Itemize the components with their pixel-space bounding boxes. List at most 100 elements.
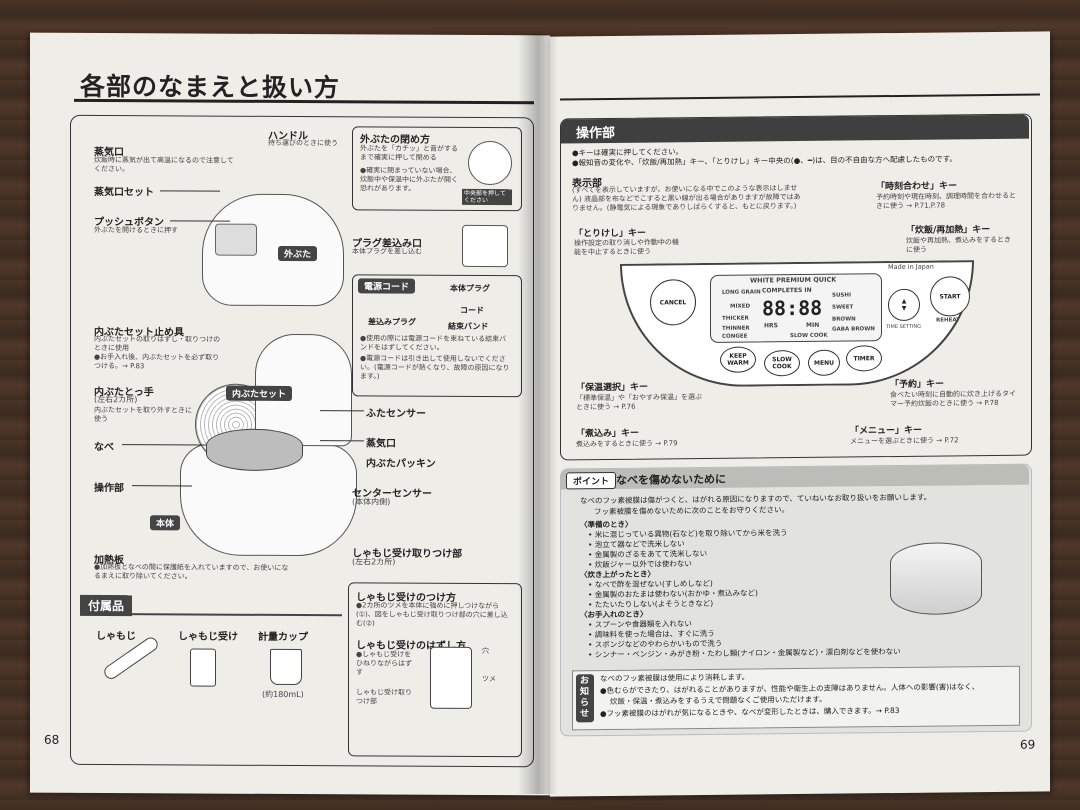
- label-push-sub: 外ぶたを開けるときに押す: [94, 225, 178, 235]
- label-band: 結束バンド: [448, 321, 489, 332]
- display-note: (すべてを表示していますが、お使いになる中でこのような表示はしません) 液晶部を…: [572, 184, 801, 213]
- key-slowcook-label: 「煮込み」キー: [576, 428, 640, 440]
- brand-text: WHITE PREMIUM QUICK: [750, 275, 837, 285]
- label-steam2: 蒸気口: [366, 438, 396, 450]
- key-keepwarm-label: 「保温選択」キー: [576, 382, 649, 394]
- care-title: なべを傷めないために: [616, 472, 726, 487]
- lid-close-text1: 外ぶたを「カチッ」と音がするまで確実に押して閉める: [360, 144, 458, 162]
- outer-lid-tag: 外ぶた: [278, 245, 318, 262]
- sweet-text: SWEET: [832, 304, 854, 311]
- leader-line: [320, 410, 364, 412]
- key-clock-label: 「時刻合わせ」キー: [876, 181, 958, 193]
- label-heater-sub: ●加熱板となべの間に保護紙を入れていますので、お使いになるまえに取り除いてくださ…: [94, 562, 289, 581]
- label-paddle-mount-sub: (左右2カ所): [352, 557, 396, 567]
- paddle-holder-icon: [190, 648, 216, 687]
- key-cancel-desc: 操作設定の取り消しや作動中の機能を中止するときに使う: [574, 238, 679, 257]
- lcd-digits: 88:88: [762, 295, 823, 321]
- power-cord-tag: 電源コード: [358, 278, 416, 294]
- reheat-text: REHEAT: [936, 317, 960, 324]
- pot-illustration: [206, 428, 303, 472]
- control-panel-header: 操作部: [576, 125, 616, 142]
- label-inner-gasket: 内ぶたパッキン: [366, 458, 436, 470]
- cancel-button-text: CANCEL: [659, 298, 687, 306]
- timer-button-text: TIMER: [853, 354, 875, 362]
- cord-note2: ●電源コードは引き出して使用しないでください。(電源コードが熱くなり、故障の原因…: [360, 354, 510, 381]
- label-handle-sub: 持ち運びのときに使う: [268, 138, 338, 148]
- acc-item-paddle: しゃもじ: [96, 630, 136, 643]
- label-lid-sensor: ふたセンサー: [366, 408, 426, 420]
- paddle-remove-label: しゃもじ受け取りつけ部: [356, 688, 412, 706]
- care-intro2: フッ素被膜を傷めないために次のことをお守りください。: [594, 505, 789, 517]
- plug-port-illustration: [462, 224, 508, 268]
- lid-illustration-icon: [468, 140, 512, 186]
- key-keepwarm-desc: 「標準保温」や「おやすみ保温」を選ぶときに使う → P.76: [576, 393, 702, 412]
- long-grain-text: LONG GRAIN: [722, 289, 761, 296]
- point-tag: ポイント: [566, 471, 617, 490]
- notice-tag: お知らせ: [576, 674, 594, 723]
- page-right: 操作部 ●キーは確実に押してください。 ●報知音の変化や、「炊飯/再加熱」キー、…: [550, 31, 1050, 797]
- start-button-illustration: START: [930, 276, 970, 317]
- acc-item-measuring-cup: 計量カップ: [258, 631, 308, 644]
- inner-lid-tag: 内ぶたセット: [226, 385, 293, 402]
- leader-line: [320, 440, 364, 442]
- paddle-attach-text: ●2カ所のツメを本体に強めに押しつけながら(①)、図をしゃもじ受け取りつけ部の穴…: [356, 601, 508, 628]
- cancel-button-illustration: CANCEL: [650, 279, 696, 326]
- notice-line1: なべのフッ素被膜は使用により消耗します。: [600, 672, 750, 684]
- top-rule: [560, 93, 1040, 101]
- menu-button-text: MENU: [814, 359, 834, 367]
- acc-cup-note: (約180mL): [262, 689, 304, 700]
- paddle-hole-label: 穴: [482, 647, 489, 656]
- label-steam-set: 蒸気口セット: [94, 186, 154, 199]
- slow-cook-lcd-text: SLOW COOK: [790, 332, 828, 340]
- cord-note1: ●使用の際には電源コードを束ねている結束バンドをはずしてください。: [360, 334, 507, 352]
- label-inner-stop-sub2: ●お手入れ後、内ぶたセットを必ず取りつける。→ P.83: [94, 352, 220, 371]
- sushi-text: SUSHI: [832, 292, 852, 299]
- paddle-claw-label: ツメ: [482, 675, 496, 684]
- key-timer-label: 「予約」キー: [890, 379, 945, 391]
- label-body-plug: 本体プラグ: [450, 283, 490, 294]
- page-left: 各部のなまえと扱い方 外ぶた ハンドル 持ち運びのときに使う 蒸気口 炊飯時に蒸…: [30, 32, 550, 796]
- label-center-sensor-sub: (本体内側): [352, 497, 391, 507]
- key-cancel-label: 「とりけし」キー: [574, 228, 647, 240]
- label-plug: 差込みプラグ: [368, 317, 416, 327]
- slow-cook-button-text: SLOW COOK: [772, 356, 792, 371]
- book-gutter: [518, 34, 558, 794]
- brown-text: BROWN: [832, 316, 856, 323]
- label-steam-sub: 炊飯時に蒸気が出て高温になるので注意してください。: [94, 155, 234, 174]
- label-pot: なべ: [94, 441, 114, 454]
- key-cook-desc: 炊飯や再加熱、煮込みをするときに使う: [906, 235, 1011, 254]
- open-manual: 各部のなまえと扱い方 外ぶた ハンドル 持ち運びのときに使う 蒸気口 炊飯時に蒸…: [18, 31, 1068, 797]
- cooker-panel-illustration: [215, 223, 257, 256]
- measuring-cup-icon: [270, 648, 302, 686]
- lid-close-hint: 中央部を押してください: [462, 188, 512, 206]
- key-menu-label: 「メニュー」キー: [850, 425, 923, 437]
- time-setting-text: TIME SETTING: [886, 323, 922, 331]
- start-button-text: START: [939, 292, 961, 301]
- completes-text: COMPLETES IN: [762, 286, 812, 295]
- lid-close-text2: ●確実に閉まっていない場合、炊飯中や保温中に外ぶたが開く恐れがあります。: [360, 166, 458, 193]
- key-timer-desc: 食べたい時刻に自動的に炊き上げるタイマー予約炊飯のときに使う → P.78: [890, 389, 1016, 409]
- thicker-text: THICKER: [722, 315, 749, 322]
- congee-text: CONGEE: [722, 333, 748, 340]
- label-panel: 操作部: [94, 482, 124, 495]
- label-cord: コード: [460, 305, 484, 316]
- page-number-right: 69: [1020, 737, 1036, 752]
- key-clock-desc: 予約時刻や現在時刻、調理時間を合わせるときに使う → P.71,P.78: [876, 191, 1016, 211]
- paddle-remove-text: ●しゃもじ受けをひねりながらはずす: [356, 650, 412, 677]
- label-inner-knob-sub: (左右2カ所): [94, 394, 138, 405]
- paddle-remove-illustration: [430, 646, 472, 709]
- label-inner-stop-sub: 内ぶたセットの取りはずし・取りつけのときに使用: [94, 334, 221, 353]
- label-plug-port-sub: 本体プラグを差し込む: [352, 247, 422, 256]
- key-menu-desc: メニューを選ぶときに使う → P.72: [850, 436, 959, 446]
- key-cook-label: 「炊飯/再加熱」キー: [906, 225, 991, 236]
- key-slowcook-desc: 煮込みをするときに使う → P.79: [576, 439, 678, 449]
- label-inner-knob-sub2: 内ぶたセットを取り外すときに使う: [94, 405, 192, 424]
- inner-pot-illustration: [890, 542, 982, 616]
- time-setting-arrows-illustration: ▲▼: [888, 288, 920, 322]
- made-in-text: Made in Japan: [888, 262, 934, 272]
- gaba-text: GABA BROWN: [832, 326, 875, 333]
- mixed-text: MIXED: [730, 303, 751, 310]
- care-sections: 〈準備のとき〉• 米に混じっている異物(石など)を取り除いてから米を洗う• 泡立…: [580, 517, 910, 660]
- page-number-left: 68: [44, 732, 60, 747]
- body-tag: 本体: [150, 515, 181, 531]
